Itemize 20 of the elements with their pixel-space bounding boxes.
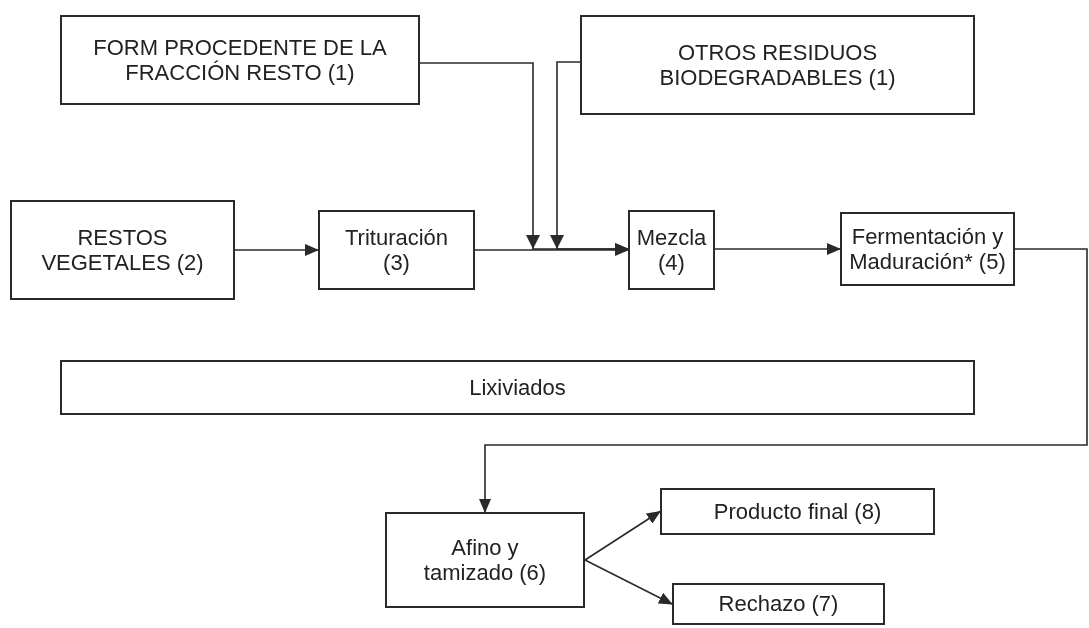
box-label: OTROS RESIDUOS BIODEGRADABLES (1) (658, 39, 897, 91)
box-label: Producto final (8) (713, 498, 882, 525)
box-label: Trituración (3) (344, 224, 449, 276)
box-label: Lixiviados (469, 374, 566, 401)
process-box (672, 583, 885, 625)
box-label: Rechazo (7) (718, 591, 839, 617)
process-box (318, 210, 475, 290)
process-box (60, 15, 420, 105)
process-box (628, 210, 715, 290)
box-label: RESTOS VEGETALES (2) (40, 224, 205, 276)
process-box (660, 488, 935, 535)
process-box (10, 200, 235, 300)
box-label: Mezcla (4) (635, 224, 708, 276)
process-box (385, 512, 585, 608)
process-box (840, 212, 1015, 286)
process-box (580, 15, 975, 115)
box-label: FORM PROCEDENTE DE LA FRACCIÓN RESTO (1) (92, 34, 388, 86)
box-label: Fermentación y Maduración* (5) (848, 223, 1007, 275)
process-box (60, 360, 975, 415)
box-label: Afino y tamizado (6) (422, 534, 548, 586)
